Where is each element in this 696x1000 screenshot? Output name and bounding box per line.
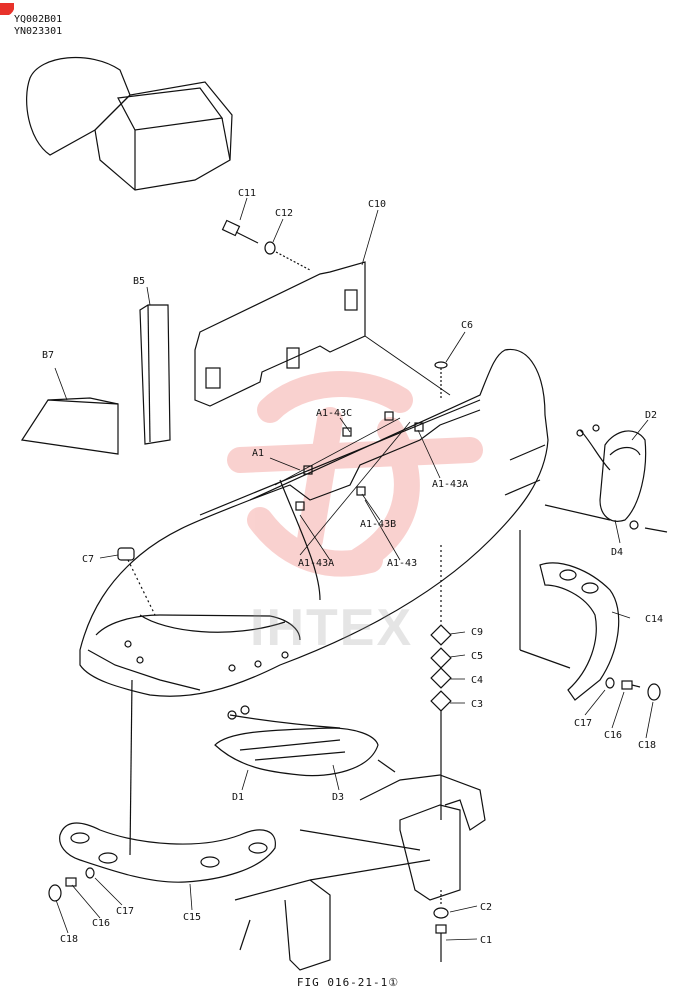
callout-b5: B5	[133, 276, 145, 287]
engine-hood-a1	[79, 348, 549, 697]
callout-a1: A1	[252, 448, 264, 459]
callout-a1-43c: A1-43C	[316, 408, 352, 419]
pad-stack	[430, 545, 452, 820]
callout-c12: C12	[275, 208, 293, 219]
seat-drawing	[26, 56, 233, 191]
callout-c6: C6	[461, 320, 473, 331]
callout-c16-right: C16	[604, 730, 622, 741]
callout-a1-43a-left: A1-43A	[298, 558, 334, 569]
callout-d4: D4	[611, 547, 623, 558]
callout-c9: C9	[471, 627, 483, 638]
watermark-text: IHTEX	[250, 599, 414, 657]
strip-b5	[139, 304, 171, 445]
callout-c11: C11	[238, 188, 256, 199]
block-b7	[20, 397, 119, 455]
callout-a1-43b: A1-43B	[360, 519, 396, 530]
callout-b7: B7	[42, 350, 54, 361]
callout-c5: C5	[471, 651, 483, 662]
callout-d2: D2	[645, 410, 657, 421]
callout-c14: C14	[645, 614, 663, 625]
callout-d3: D3	[332, 792, 344, 803]
washer-c12	[264, 241, 276, 255]
callout-c15: C15	[183, 912, 201, 923]
bolt-c1	[433, 907, 449, 962]
cap-c7	[117, 547, 156, 616]
callout-c17-left: C17	[116, 906, 134, 917]
fasteners-right	[605, 677, 661, 701]
figure-caption: FIG 016-21-1①	[296, 976, 400, 989]
bolt-c11	[221, 219, 259, 244]
chassis-frame	[234, 774, 486, 971]
part-code-2: YN023301	[14, 26, 63, 37]
callout-c10: C10	[368, 199, 386, 210]
corner-badge	[0, 0, 15, 17]
callout-c7: C7	[82, 554, 94, 565]
callout-c17-right: C17	[574, 718, 592, 729]
fasteners-left	[48, 867, 95, 902]
watermark-emblem	[227, 371, 483, 577]
knob-c6	[434, 361, 448, 400]
callout-a1-43: A1-43	[387, 558, 417, 569]
callout-d1: D1	[232, 792, 244, 803]
callout-c16-left: C16	[92, 918, 110, 929]
part-code-1: YQ002B01	[14, 14, 63, 25]
callout-a1-43a-right: A1-43A	[432, 479, 468, 490]
callout-c2: C2	[480, 902, 492, 913]
bracket-c15	[59, 679, 276, 883]
screw-d4	[629, 520, 668, 533]
bracket-c10	[194, 261, 451, 407]
lamp-d2	[544, 424, 647, 522]
callout-c1: C1	[480, 935, 492, 946]
callout-c18-left: C18	[60, 934, 78, 945]
callout-c18-right: C18	[638, 740, 656, 751]
bracket-c14	[519, 530, 620, 701]
lamp-d1	[214, 705, 396, 777]
callout-c4: C4	[471, 675, 483, 686]
callout-c3: C3	[471, 699, 483, 710]
